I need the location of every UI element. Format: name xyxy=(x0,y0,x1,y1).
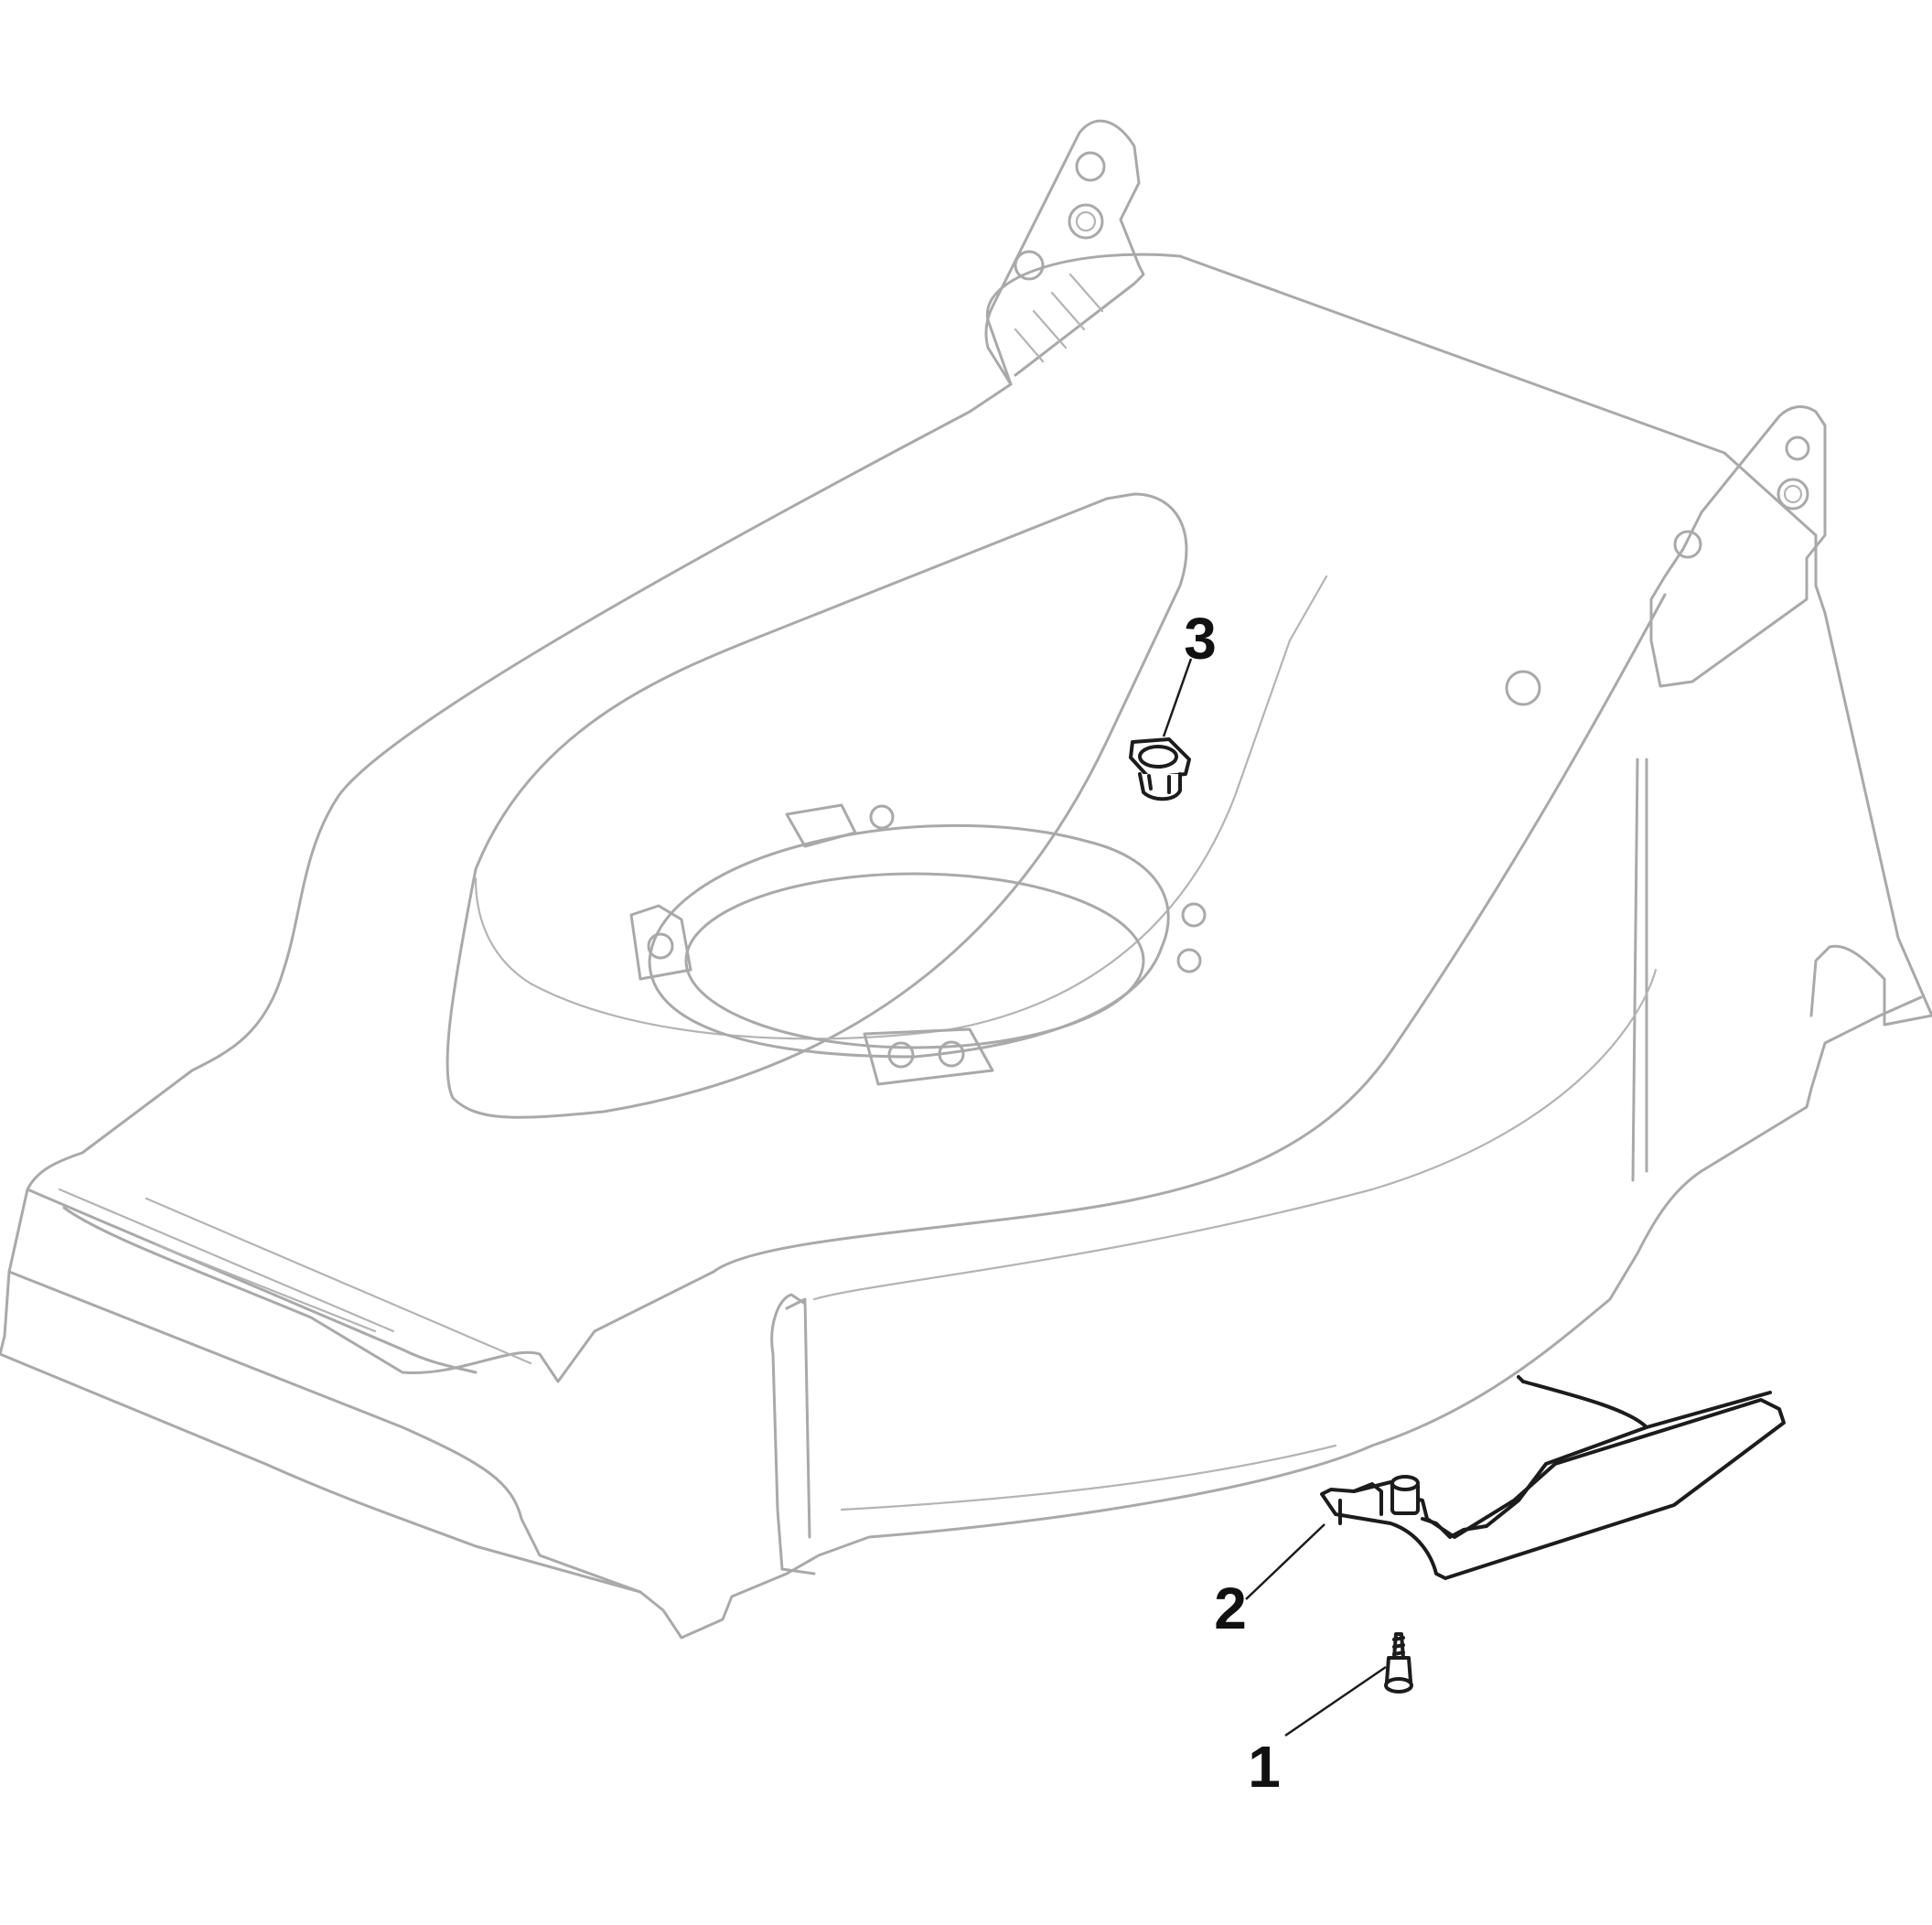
mount-hole xyxy=(869,804,895,830)
mount-hole xyxy=(938,1040,965,1068)
rear-left-handle-bracket xyxy=(984,119,1145,386)
mount-hole xyxy=(647,932,674,960)
leader-line-3 xyxy=(1162,658,1193,737)
bracket-hole-inner xyxy=(1783,484,1803,504)
bracket-hole xyxy=(1068,203,1104,240)
mount-hole xyxy=(1176,948,1202,973)
part-1-screw xyxy=(1384,1632,1413,1694)
engine-mount-ring xyxy=(648,823,1170,1059)
bracket-hole xyxy=(1075,151,1106,182)
bracket-hole xyxy=(1673,530,1702,559)
part-2-mulching-deflector xyxy=(1320,1375,1786,1580)
deck-outer-rim xyxy=(0,253,1932,1356)
deck-side-panel xyxy=(812,968,1658,1511)
leader-line-2 xyxy=(1245,1523,1326,1600)
engine-mount-lugs xyxy=(629,803,994,1086)
rear-right-handle-bracket xyxy=(1649,405,1827,688)
deck-side-skirt xyxy=(62,593,1667,1383)
mount-hole xyxy=(887,1041,915,1069)
front-bumper xyxy=(7,1188,642,1594)
deck-front-lower-edge xyxy=(0,995,1923,1640)
engine-bore xyxy=(684,872,1145,1049)
bracket-hole-inner xyxy=(1075,210,1097,232)
mount-hole xyxy=(1181,902,1207,928)
bracket-hole xyxy=(1785,436,1810,461)
callout-number-3: 3 xyxy=(1184,606,1217,672)
callout-number-2: 2 xyxy=(1214,1575,1247,1641)
deck-side-wall xyxy=(770,758,1648,1575)
mount-hole xyxy=(1505,670,1541,706)
front-bumper-inner xyxy=(58,1188,532,1365)
mower-deck xyxy=(0,119,1932,1640)
bracket-hole xyxy=(1014,250,1045,281)
bracket-hole xyxy=(1776,478,1809,511)
part-3-plug-insert xyxy=(1129,737,1191,801)
cutting-chamber xyxy=(445,492,1188,1119)
bracket-ribs xyxy=(1014,273,1104,363)
leader-line-1 xyxy=(1284,1665,1387,1737)
rear-wheel-step xyxy=(1809,944,1932,1027)
callout-number-1: 1 xyxy=(1248,1734,1281,1800)
